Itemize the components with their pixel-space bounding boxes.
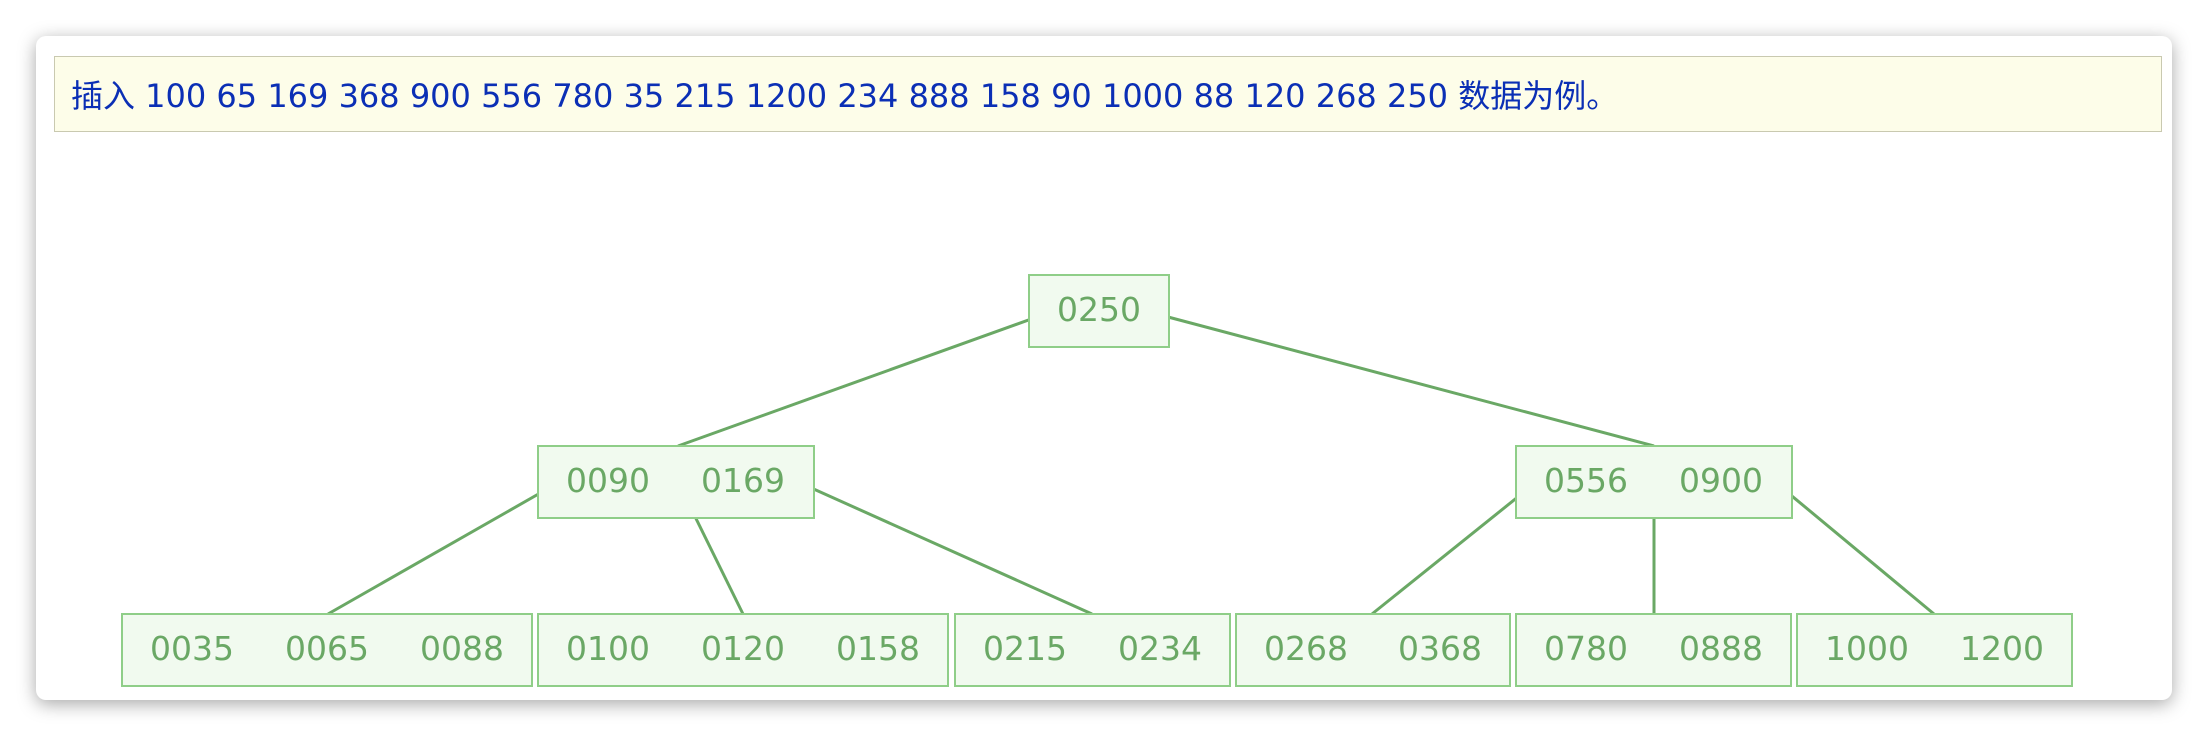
edge-right-to-leaf6 [1774, 480, 1935, 616]
leaf2-key-3: 0158 [836, 629, 920, 668]
edge-root-to-left [677, 311, 1049, 448]
example-note: 插入 100 65 169 368 900 556 780 35 215 120… [54, 56, 2162, 132]
content-panel [36, 36, 2172, 700]
internal-right-key-2: 0900 [1679, 461, 1763, 500]
leaf2-key-1: 0100 [566, 629, 650, 668]
example-note-text: 插入 100 65 169 368 900 556 780 35 215 120… [71, 77, 1619, 115]
internal-node-right: 0556 0900 [1515, 445, 1793, 519]
leaf4-key-2: 0368 [1398, 629, 1482, 668]
leaf-node-4: 0268 0368 [1235, 613, 1511, 687]
internal-node-left: 0090 0169 [537, 445, 815, 519]
edge-right-to-leaf4 [1371, 482, 1535, 616]
leaf-node-2: 0100 0120 0158 [537, 613, 949, 687]
leaf3-key-1: 0215 [983, 629, 1067, 668]
leaf2-key-2: 0120 [701, 629, 785, 668]
leaf-node-3: 0215 0234 [954, 613, 1231, 687]
leaf-node-6: 1000 1200 [1796, 613, 2073, 687]
leaf-node-1: 0035 0065 0088 [121, 613, 533, 687]
leaf-node-5: 0780 0888 [1515, 613, 1792, 687]
internal-left-key-1: 0090 [566, 461, 650, 500]
root-key-1: 0250 [1057, 290, 1141, 329]
leaf5-key-2: 0888 [1679, 629, 1763, 668]
internal-right-key-1: 0556 [1544, 461, 1628, 500]
leaf6-key-1: 1000 [1825, 629, 1909, 668]
edge-root-to-right [1152, 311, 1655, 448]
root-node: 0250 [1028, 274, 1170, 348]
edge-left-to-leaf3 [797, 480, 1093, 616]
leaf1-key-2: 0065 [285, 629, 369, 668]
leaf1-key-3: 0088 [420, 629, 504, 668]
leaf3-key-2: 0234 [1118, 629, 1202, 668]
internal-left-key-2: 0169 [701, 461, 785, 500]
edge-left-to-leaf1 [327, 482, 557, 616]
leaf5-key-1: 0780 [1544, 629, 1628, 668]
leaf4-key-1: 0268 [1264, 629, 1348, 668]
leaf1-key-1: 0035 [150, 629, 234, 668]
leaf6-key-2: 1200 [1960, 629, 2044, 668]
